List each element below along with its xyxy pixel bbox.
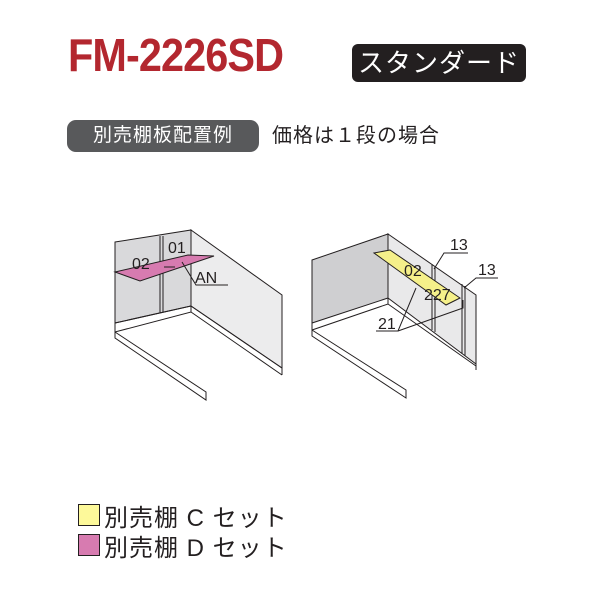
shelf-label-227: 227	[424, 287, 451, 304]
callout-13-lower: 13	[478, 262, 496, 279]
shelf-diagram-left: 02 01 AN	[110, 220, 310, 405]
model-title: FM-2226SD	[68, 29, 284, 81]
legend-label: 別売棚 C セット	[104, 504, 288, 532]
shelf-label-02: 02	[404, 263, 422, 280]
yellow-swatch-icon	[78, 504, 100, 526]
variant-badge: スタンダード	[352, 44, 526, 82]
callout-an: AN	[195, 270, 217, 287]
price-note: 価格は１段の場合	[272, 125, 440, 147]
shelf-diagram-right: 02 227 13 13 21	[308, 220, 508, 405]
legend-item-c-set: 別売棚 C セット	[78, 500, 288, 532]
shelf-c-set	[372, 249, 461, 306]
pink-swatch-icon	[78, 534, 100, 556]
shelf-label-02: 02	[132, 256, 150, 273]
storage-isometric-right: 02 227 13 13 21	[311, 233, 498, 399]
legend-item-d-set: 別売棚 D セット	[78, 530, 288, 562]
shelf-label-01: 01	[168, 240, 186, 257]
callout-21: 21	[378, 316, 396, 333]
legend-label: 別売棚 D セット	[104, 534, 288, 562]
layout-example-badge: 別売棚板配置例	[67, 120, 259, 152]
shelf-d-set	[113, 254, 215, 282]
legend: 別売棚 C セット 別売棚 D セット	[78, 500, 288, 562]
callout-13-upper: 13	[450, 237, 468, 254]
storage-isometric-left: 02 01 AN	[113, 229, 283, 401]
